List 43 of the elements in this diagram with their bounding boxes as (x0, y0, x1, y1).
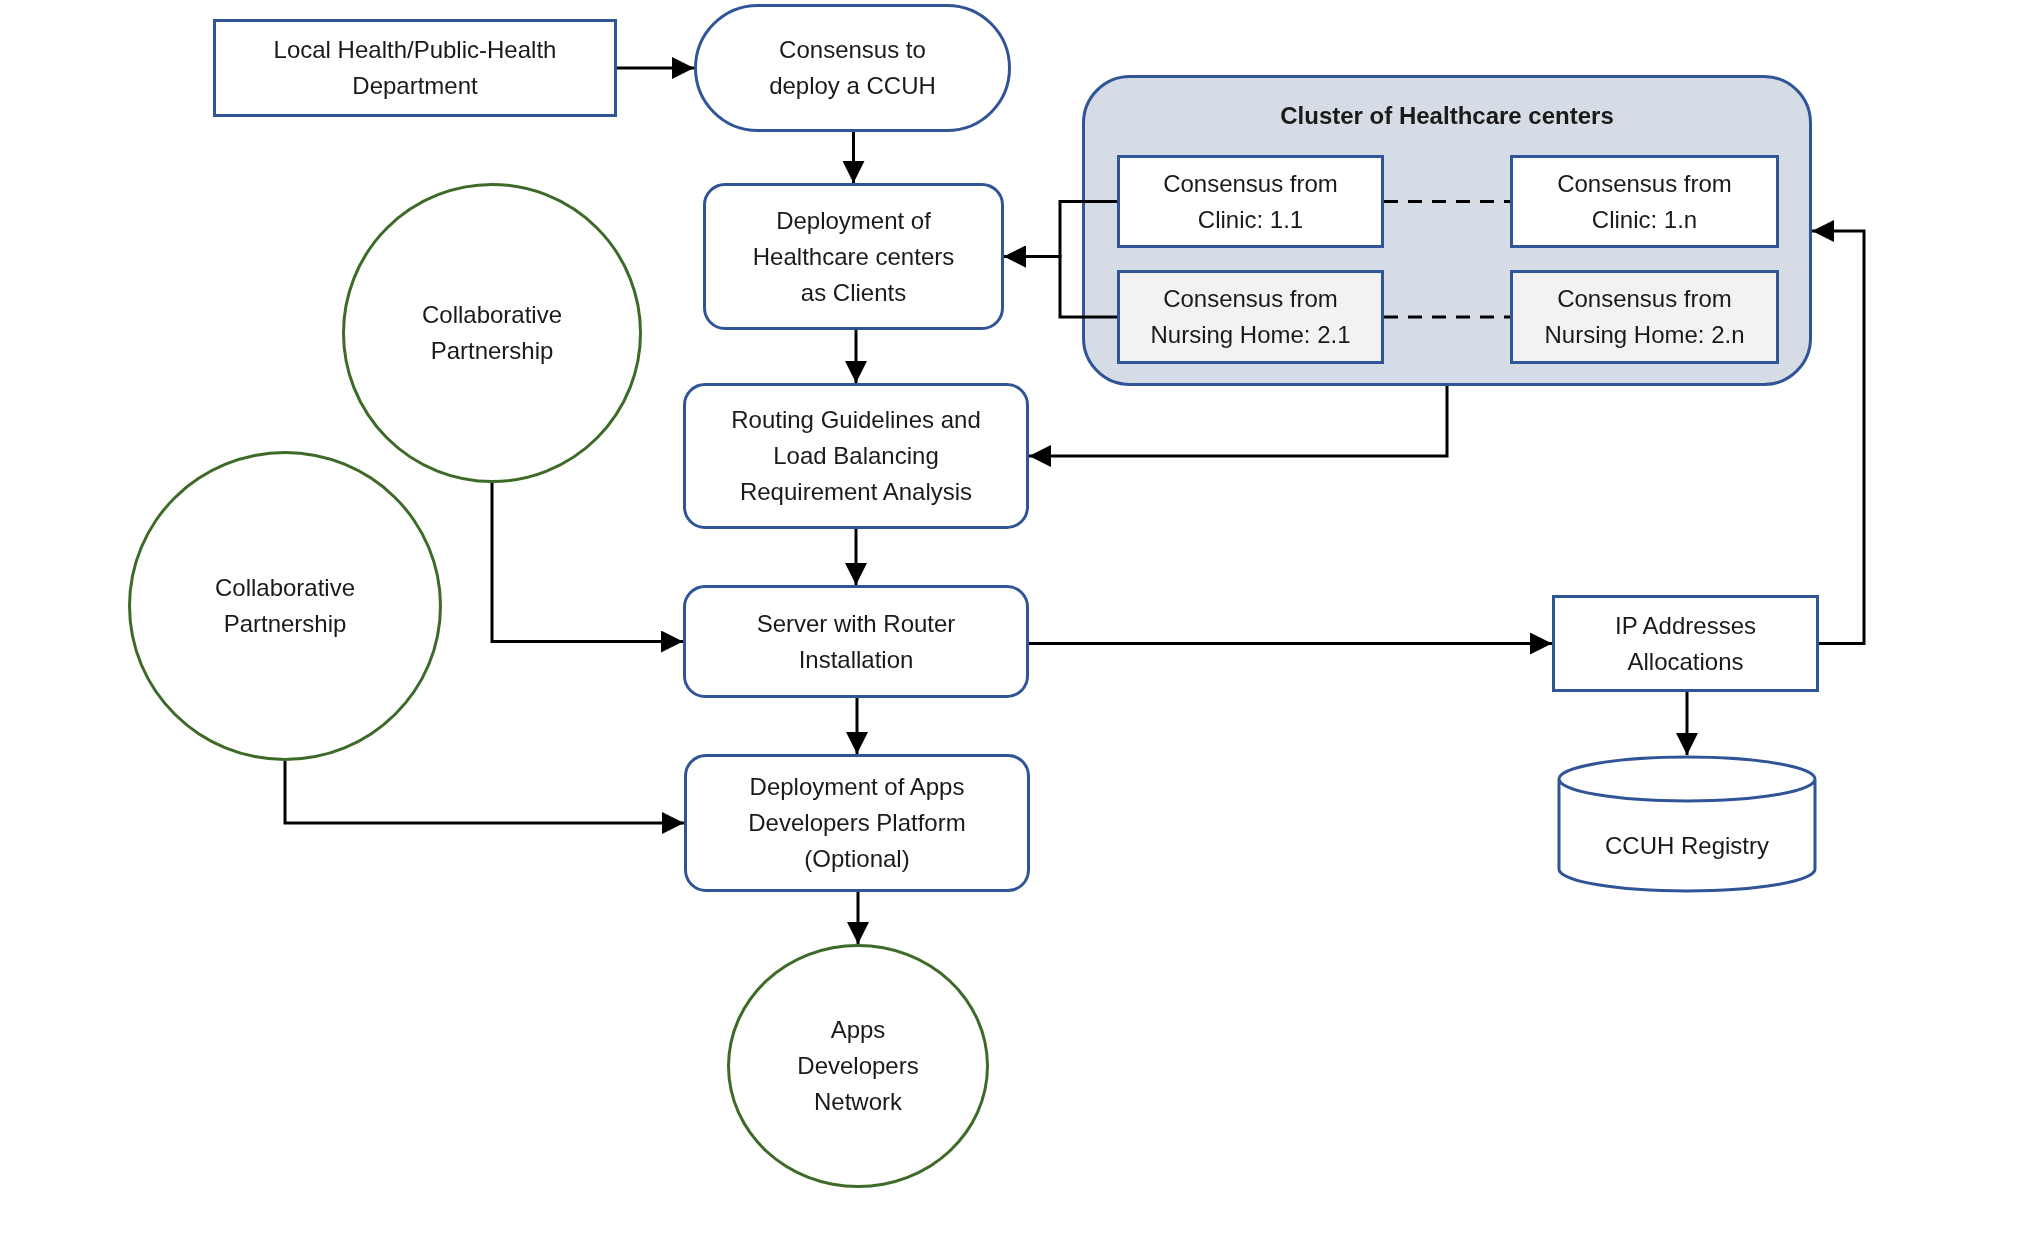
process-box (1510, 270, 1779, 364)
arrow (847, 892, 869, 944)
database-cylinder (1557, 755, 1817, 893)
process-box (1510, 155, 1779, 248)
arrow (283, 761, 684, 834)
arrow (1676, 692, 1698, 755)
process-box (213, 19, 617, 117)
arrow (846, 698, 868, 754)
rounded-process-box (683, 585, 1029, 698)
node-text: Routing Guidelines and Load Balancing Requirement Analysis (730, 405, 982, 507)
rounded-process-box (684, 754, 1030, 892)
process-box (1552, 595, 1819, 692)
node-text: Collaborative Partnership (420, 300, 564, 366)
process-box (1117, 155, 1384, 248)
process-box (1117, 270, 1384, 364)
arrow (1812, 220, 1866, 645)
rounded-process-box (683, 383, 1029, 529)
node-text: IP Addresses Allocations (1614, 610, 1757, 677)
node-text: Local Health/Public-Health Department (272, 35, 558, 101)
node-text: Consensus from Clinic: 1.n (1556, 168, 1733, 235)
arrow (845, 529, 867, 585)
node-text: Server with Router Installation (755, 608, 957, 675)
arrow (1029, 386, 1449, 467)
arrow (842, 132, 865, 183)
node-text: Consensus from Clinic: 1.1 (1162, 168, 1339, 235)
arrow (1029, 632, 1552, 655)
node-text: CCUH Registry (1605, 831, 1769, 861)
node-text: Deployment of Apps Developers Platform (Optional) (747, 772, 967, 874)
rounded-process-box (703, 183, 1004, 330)
node-text: Consensus to deploy a CCUH (768, 35, 937, 101)
dashed-connector (1384, 200, 1510, 203)
cluster-title: Cluster of Healthcare centers (1280, 101, 1614, 131)
node-text: Deployment of Healthcare centers as Clients (751, 205, 956, 308)
arrow (845, 330, 867, 383)
node-text: Consensus from Nursing Home: 2.1 (1149, 284, 1352, 350)
node-text: Collaborative Partnership (213, 573, 357, 639)
node-text: Consensus from Nursing Home: 2.n (1543, 284, 1746, 350)
cluster-container (1082, 75, 1812, 386)
dashed-connector (1384, 315, 1510, 319)
arrow (617, 57, 694, 79)
arrow (490, 483, 683, 653)
arrow (1004, 245, 1117, 319)
node-text: Apps Developers Network (796, 1015, 920, 1117)
